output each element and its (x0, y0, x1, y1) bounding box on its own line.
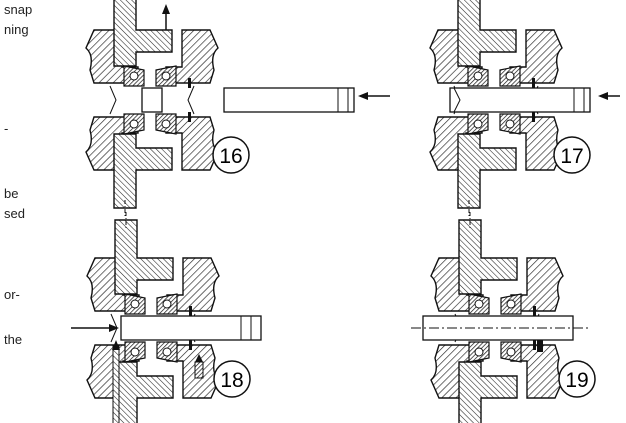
figure-16 (85, 0, 390, 217)
figure-18-number: 18 (220, 369, 243, 392)
figure-17-number: 17 (560, 145, 583, 168)
text-fragment-sed: sed (4, 206, 25, 221)
figure-19-number-circle (558, 360, 596, 398)
figure-18-number-circle (213, 360, 251, 398)
text-fragment-ning: ning (4, 22, 29, 37)
figure-17-number-circle (553, 136, 591, 174)
figure-17 (429, 0, 620, 217)
text-fragment-or: or- (4, 287, 20, 302)
text-fragment-be: be (4, 186, 19, 201)
figure-19-number: 19 (565, 369, 588, 392)
text-fragment-dash: - (4, 121, 9, 136)
figure-16-number: 16 (219, 145, 242, 168)
figure-18 (71, 211, 262, 423)
text-fragment-the: the (4, 332, 23, 347)
figure-19 (411, 211, 589, 423)
text-fragment-snap: snap (4, 2, 33, 17)
figure-16-number-circle (212, 136, 250, 174)
